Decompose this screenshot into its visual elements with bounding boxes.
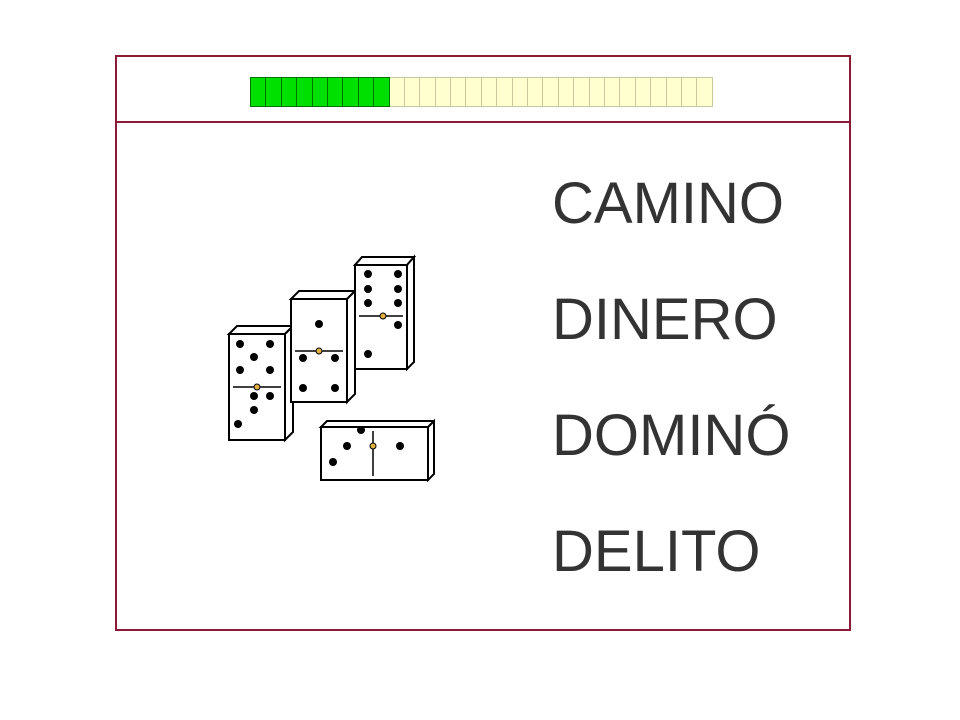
progress-segment-filled <box>358 77 375 107</box>
progress-segment-empty <box>512 77 529 107</box>
progress-segment-filled <box>250 77 267 107</box>
progress-segment-filled <box>297 77 313 107</box>
progress-segment-empty <box>620 77 636 107</box>
progress-segment-empty <box>697 77 713 107</box>
exercise-panel: CAMINO DINERO DOMINÓ DELITO <box>115 55 851 631</box>
option-domino[interactable]: DOMINÓ <box>552 403 791 468</box>
progress-bar <box>250 77 713 107</box>
progress-segment-empty <box>404 77 421 107</box>
progress-segment-filled <box>281 77 298 107</box>
progress-segment-empty <box>543 77 559 107</box>
progress-segment-empty <box>497 77 513 107</box>
progress-segment-empty <box>466 77 482 107</box>
progress-segment-empty <box>528 77 544 107</box>
progress-segment-filled <box>312 77 328 107</box>
progress-segment-empty <box>651 77 667 107</box>
option-dinero[interactable]: DINERO <box>552 287 778 352</box>
progress-header <box>117 57 849 123</box>
progress-segment-empty <box>635 77 652 107</box>
dominoes-icon <box>226 254 435 482</box>
progress-segment-empty <box>389 77 405 107</box>
word-options: CAMINO DINERO DOMINÓ DELITO <box>552 175 790 581</box>
progress-segment-empty <box>420 77 436 107</box>
progress-segment-empty <box>604 77 621 107</box>
progress-segment-empty <box>435 77 452 107</box>
progress-segment-filled <box>327 77 344 107</box>
option-delito[interactable]: DELITO <box>552 519 761 584</box>
progress-segment-empty <box>574 77 590 107</box>
progress-segment-filled <box>343 77 359 107</box>
progress-segment-empty <box>681 77 698 107</box>
progress-segment-empty <box>558 77 575 107</box>
progress-segment-empty <box>589 77 605 107</box>
progress-segment-filled <box>266 77 282 107</box>
progress-segment-filled <box>374 77 390 107</box>
progress-segment-empty <box>666 77 682 107</box>
progress-segment-empty <box>451 77 467 107</box>
option-camino[interactable]: CAMINO <box>552 171 784 236</box>
progress-segment-empty <box>481 77 498 107</box>
